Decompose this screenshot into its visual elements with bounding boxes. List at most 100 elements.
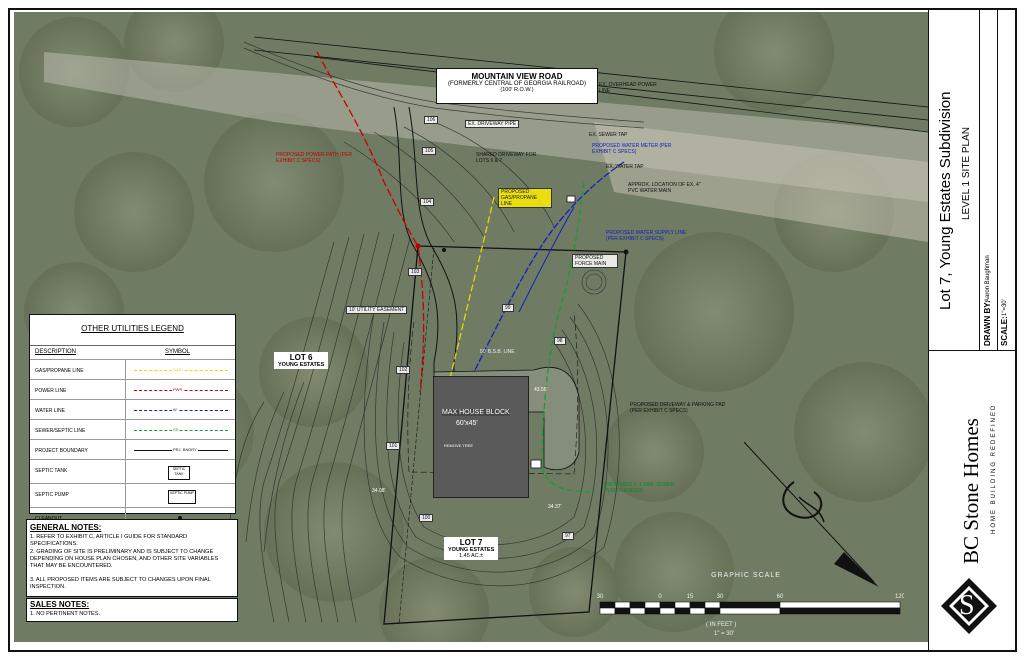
scale-segment xyxy=(659,607,676,615)
scale-segment xyxy=(779,601,901,609)
scale-segment xyxy=(689,601,706,609)
legend-row-symbol xyxy=(125,508,236,528)
house-title: MAX HOUSE BLOCK xyxy=(442,409,510,416)
graphic-scale-title: GRAPHIC SCALE xyxy=(711,572,781,579)
general-note-3: 3. ALL PROPOSED ITEMS ARE SUBJECT TO CHA… xyxy=(30,577,211,590)
drawing-sheet xyxy=(8,8,1017,652)
scale-segment xyxy=(629,601,646,609)
company-logo: S xyxy=(939,576,999,636)
scale-tick-label: 15 xyxy=(687,594,694,600)
power-path-label: PROPOSED POWER PATH (PER EXHIBIT C SPECS… xyxy=(276,152,352,164)
scale-segment xyxy=(674,601,691,609)
title-block-company: BC Stone Homes HOME BUILDING REDEFINED S xyxy=(929,350,1016,650)
gas-line-label: PROPOSED GAS/PROPANE LINE xyxy=(498,188,552,208)
utilities-legend: OTHER UTILITIES LEGEND DESCRIPTION SYMBO… xyxy=(29,314,236,528)
logo-letter: S xyxy=(959,590,975,621)
septic-pump-symbol: SEPTIC PUMP xyxy=(168,490,196,504)
legend-row-description: SEPTIC PUMP xyxy=(35,492,69,498)
max-house-block: MAX HOUSE BLOCK 60'x45' REMOVE TREE xyxy=(433,376,529,498)
legend-row-symbol: GAS xyxy=(125,360,236,380)
shared-driveway-label: SHARED DRIVEWAY FOR LOTS 6 & 7 xyxy=(476,152,537,164)
corner-marker xyxy=(623,249,629,255)
setback-line xyxy=(407,311,579,475)
lot-6-name: LOT 6 xyxy=(289,353,313,362)
contour-label: 101 xyxy=(386,442,401,450)
sheet-title: LEVEL 1 SITE PLAN xyxy=(961,126,972,220)
legend-row-description: GAS/PROPANE LINE xyxy=(35,368,84,374)
utility-easement-line xyxy=(398,247,435,625)
scale-label: SCALE: xyxy=(1000,316,1009,346)
gas-line xyxy=(448,196,495,383)
graphic-scale-unit: ( IN FEET ) xyxy=(706,622,737,628)
legend-row: PROJECT BOUNDARY PRJ. BNDRY xyxy=(30,439,235,460)
project-boundary xyxy=(383,245,627,625)
legend-row-description: PROJECT BOUNDARY xyxy=(35,448,88,454)
graphic-scale-ratio: 1" = 30' xyxy=(714,631,735,637)
corner-marker xyxy=(415,243,421,249)
scale-value: 1"=30' xyxy=(1002,299,1008,316)
project-title: Lot 7, Young Estates Subdivision xyxy=(937,91,954,311)
scale-segment xyxy=(614,601,631,609)
legend-row: WATER LINE W xyxy=(30,399,235,420)
lot-7-name: LOT 7 xyxy=(459,538,483,547)
contour-label: 103 xyxy=(408,268,423,276)
house-size: 60'x45' xyxy=(456,420,478,427)
legend-row: SEPTIC PUMP SEPTIC PUMP xyxy=(30,483,235,508)
contour-label: 104 xyxy=(420,198,435,206)
road-row: (100' R.O.W.) xyxy=(500,87,534,93)
legend-line-mark: W xyxy=(172,407,178,412)
legend-col-description: DESCRIPTION xyxy=(35,349,77,355)
scale-tick-label: 0 xyxy=(658,594,662,600)
legend-row: SEWER/SEPTIC LINE SS xyxy=(30,419,235,440)
general-note-1: 1. REFER TO EXHIBIT C, ARTICLE I GUIDE F… xyxy=(30,534,188,547)
scale-segment xyxy=(599,607,616,615)
power-line xyxy=(316,51,425,393)
legend-row: GAS/PROPANE LINE GAS xyxy=(30,359,235,380)
scale-segment xyxy=(704,601,721,609)
contour-label: 97 xyxy=(562,532,574,540)
setback-label: 50' B.S.B. LINE xyxy=(480,349,515,355)
scale-tick-label: 120 xyxy=(895,594,904,600)
scale-segment xyxy=(614,607,631,615)
title-block-project: Lot 7, Young Estates Subdivision LEVEL 1… xyxy=(929,10,1016,351)
water-line xyxy=(473,161,625,373)
septic-tank-symbol: SEPTIC TANK xyxy=(168,466,190,480)
legend-line-sample xyxy=(134,430,228,431)
scale-segment xyxy=(719,607,781,615)
legend-line-mark: PRJ. BNDRY xyxy=(172,447,198,452)
legend-line-mark: SS xyxy=(172,427,180,432)
water-tap-label: EX. WATER TAP xyxy=(606,164,644,170)
scale-segment xyxy=(704,607,721,615)
force-main-label: PROPOSED FORCE MAIN xyxy=(572,254,618,268)
contour-label: 102 xyxy=(396,366,411,374)
legend-row-description: SEWER/SEPTIC LINE xyxy=(35,428,86,434)
scale-segment xyxy=(689,607,706,615)
contour-label: 100 xyxy=(419,514,434,522)
scale-tick-label: 60 xyxy=(777,594,784,600)
contour-label: 98 xyxy=(554,337,566,345)
contour-lines xyxy=(228,41,645,623)
tree-symbol xyxy=(581,269,607,295)
sales-notes-heading: SALES NOTES: xyxy=(30,600,90,609)
overhead-power-label: EX. OVERHEAD POWER LINE xyxy=(599,82,657,94)
sales-notes: SALES NOTES: 1. NO PERTINENT NOTES. xyxy=(26,598,238,622)
septic-tank-symbol xyxy=(530,459,542,469)
contour-label: 99 xyxy=(502,304,514,312)
scale-tick-label: 30 xyxy=(597,594,604,600)
lot-7-label: LOT 7 YOUNG ESTATES 1.45 AC.± xyxy=(444,537,499,560)
water-supply-label: PROPOSED WATER SUPPLY LINE (PER EXHIBIT … xyxy=(606,230,687,242)
legend-title: OTHER UTILITIES LEGEND xyxy=(81,324,184,333)
lot-6-label: LOT 6 YOUNG ESTATES xyxy=(274,352,329,369)
driveway-parking-label: PROPOSED DRIVEWAY & PARKING PAD (PER EXH… xyxy=(630,402,726,414)
drawn-by-value: Aaron Baughman xyxy=(985,255,991,302)
legend-row-description: WATER LINE xyxy=(35,408,66,414)
legend-row-symbol: SEPTIC PUMP xyxy=(125,484,236,508)
scale-segment xyxy=(779,607,901,615)
water-meter-label: PROPOSED WATER METER (PER EXHIBIT C SPEC… xyxy=(592,143,672,155)
utility-easement-label: 10' UTILITY EASEMENT xyxy=(346,306,408,314)
pvc-main-label: APPROX. LOCATION OF EX. 4" PVC WATER MAI… xyxy=(628,182,701,194)
remove-tree-label: REMOVE TREE xyxy=(444,443,474,448)
